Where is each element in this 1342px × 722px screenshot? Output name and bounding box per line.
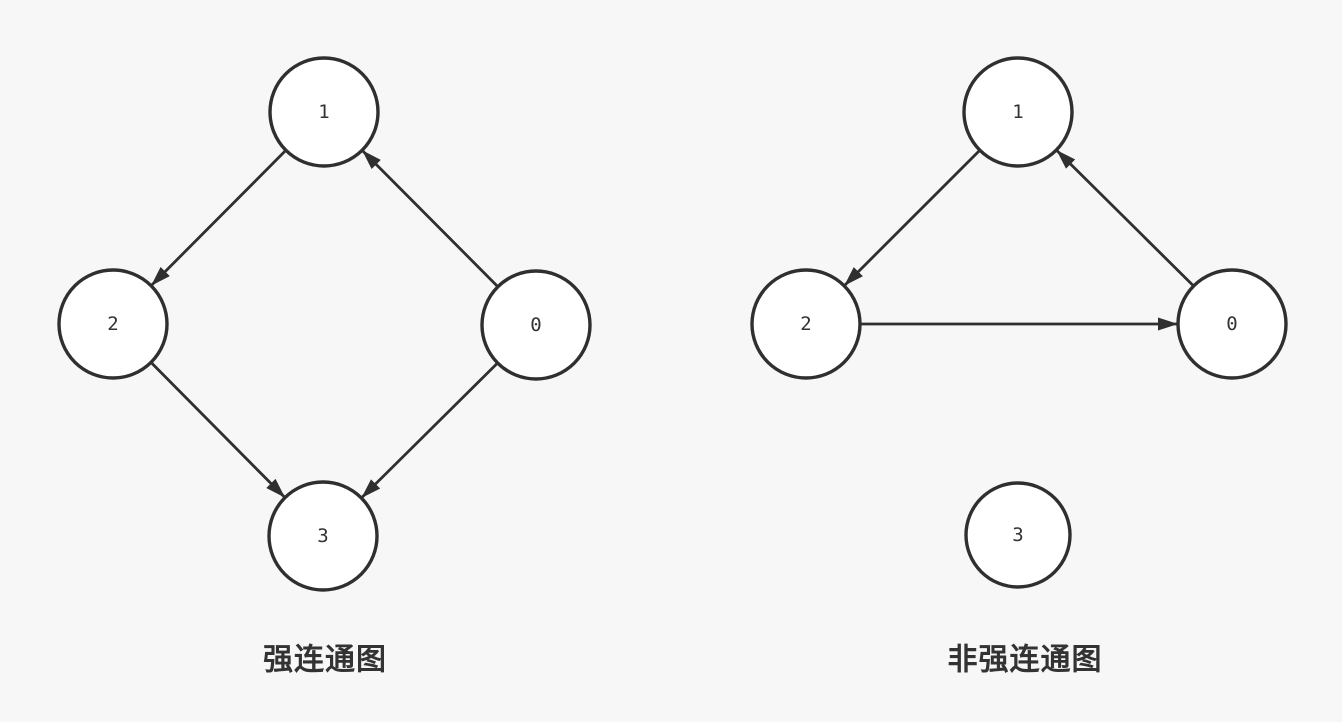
node-label-3: 3 xyxy=(1012,524,1023,546)
node-0 xyxy=(480,269,592,381)
edge-1-to-2 xyxy=(843,149,981,287)
node-label-2: 2 xyxy=(107,313,118,335)
edge-0-to-1 xyxy=(361,150,499,288)
edge-0-to-3 xyxy=(361,362,499,499)
node-label-0: 0 xyxy=(1226,313,1237,335)
node-3 xyxy=(267,480,379,592)
node-label-1: 1 xyxy=(1012,101,1023,123)
node-label-1: 1 xyxy=(318,101,329,123)
node-2 xyxy=(57,268,169,380)
node-label-0: 0 xyxy=(530,314,541,336)
strongly-connected-graph-caption: 强连通图 xyxy=(263,643,387,678)
node-label-3: 3 xyxy=(317,525,328,547)
non-strongly-connected-graph-caption: 非强连通图 xyxy=(948,643,1103,678)
node-3 xyxy=(964,481,1072,589)
strongly-connected-graph: 1 2 0 3 强连通图 xyxy=(57,56,592,678)
edge-0-to-1 xyxy=(1056,149,1195,287)
node-1 xyxy=(962,56,1074,168)
node-1 xyxy=(268,56,380,168)
edge-2-to-3 xyxy=(150,361,286,498)
edge-1-to-2 xyxy=(150,149,287,286)
non-strongly-connected-graph: 1 2 0 3 非强连通图 xyxy=(750,56,1288,678)
node-0 xyxy=(1176,268,1288,380)
node-label-2: 2 xyxy=(800,313,811,335)
node-2 xyxy=(750,268,862,380)
